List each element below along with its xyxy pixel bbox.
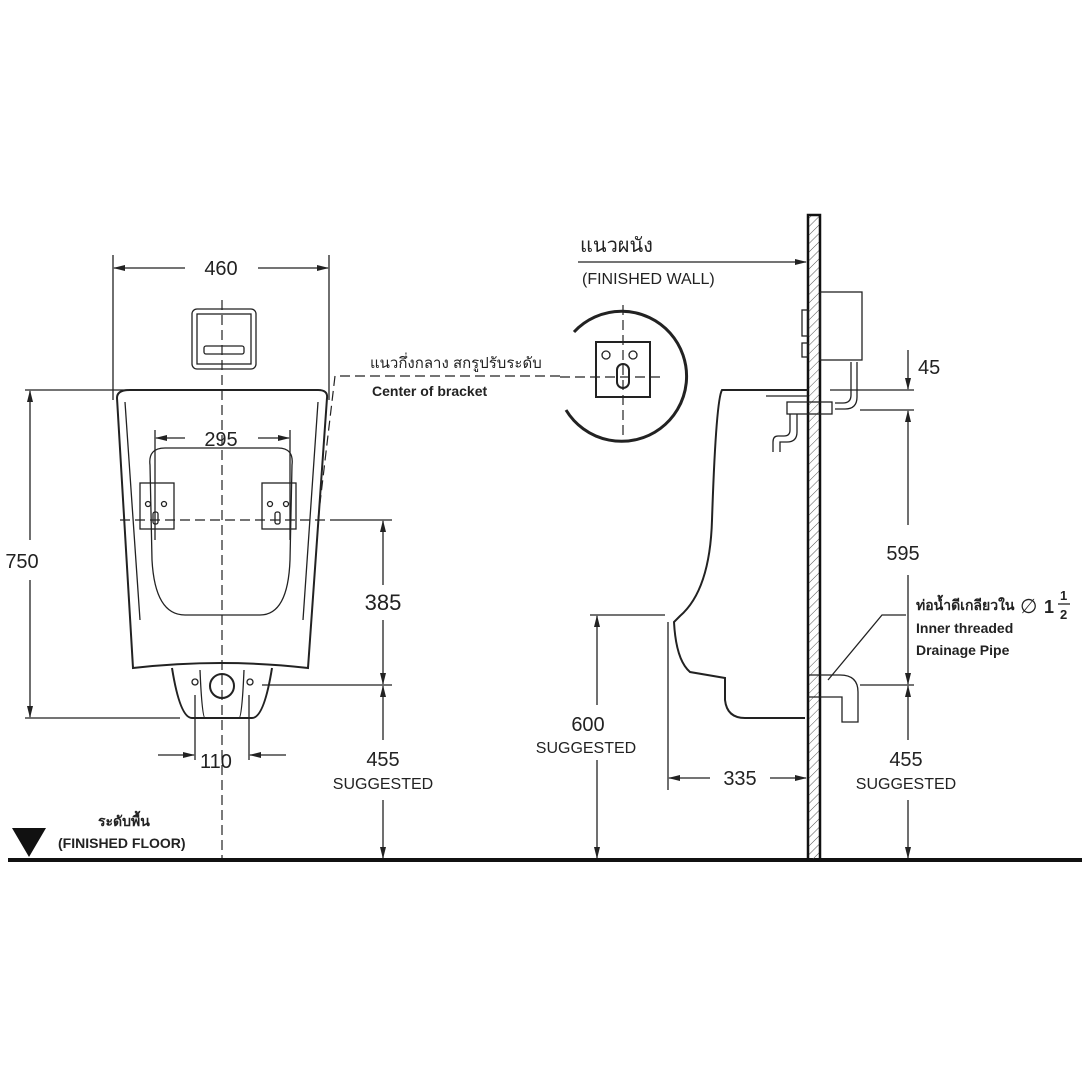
floor-level-triangle-icon [12,828,46,857]
dim-rim-height: 600 [571,714,604,736]
dim-bracket-to-drain: 385 [365,590,402,615]
dim-rim-height-note: SUGGESTED [536,740,636,757]
side-view: แนวผนัง (FINISHED WALL) 45 595 455 SUGGE… [536,213,1070,862]
dim-hole-spacing: 110 [200,751,232,773]
pipe-size-den: 2 [1060,607,1067,622]
wall-label-en: (FINISHED WALL) [582,271,715,288]
dim-drain-height-front-note: SUGGESTED [333,776,433,793]
drain-outlet [209,673,235,699]
bracket-label-thai: แนวกึ่งกลาง สกรูปรับระดับ [370,352,542,372]
bracket-label-en: Center of bracket [372,383,487,399]
pipe-label-en-2: Drainage Pipe [916,642,1010,658]
sensor-box [819,291,863,361]
urinal-body-side [672,389,808,719]
bracket-right [261,482,297,530]
dim-drain-height-side: 455 [889,749,922,771]
floor-label-en: (FINISHED FLOOR) [58,835,186,851]
dim-supply-offset: 45 [918,357,940,379]
flush-valve [191,308,257,370]
dim-width: 460 [204,258,237,280]
dim-drain-height-side-note: SUGGESTED [856,776,956,793]
bracket-left [139,482,175,530]
dim-height: 750 [5,551,38,573]
pipe-label-en-1: Inner threaded [916,620,1013,636]
diameter-icon: ∅ [1020,596,1037,618]
finished-floor: ระดับพื้น (FINISHED FLOOR) [8,810,1082,862]
bracket-detail [560,305,688,443]
floor-label-thai: ระดับพื้น [98,810,150,829]
front-view: 460 295 [5,255,560,859]
dim-drain-height-front: 455 [366,749,399,771]
dim-bracket-spacing: 295 [204,429,237,451]
pipe-label-thai: ท่อน้ำดีเกลียวใน [916,594,1015,613]
urinal-body-front [115,389,329,670]
dim-supply-to-drain: 595 [886,543,919,565]
wall-label-thai: แนวผนัง [580,235,653,257]
pipe-size-whole: 1 [1044,597,1054,617]
dim-projection: 335 [723,768,756,790]
pipe-size-num: 1 [1060,588,1067,603]
finished-wall [806,213,822,862]
